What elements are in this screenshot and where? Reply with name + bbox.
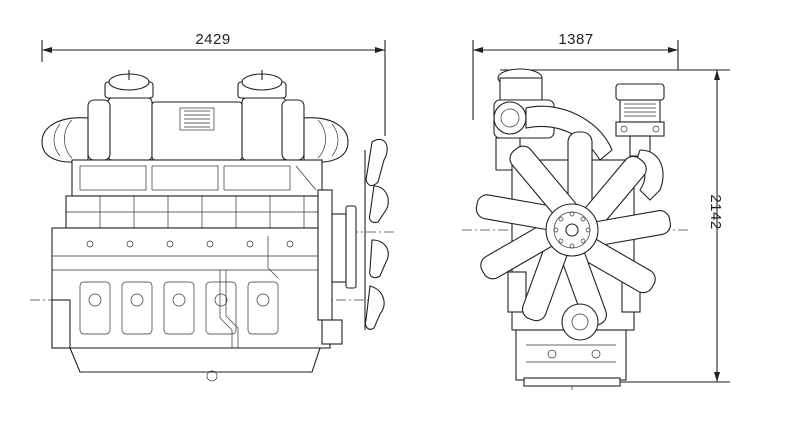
front-width-label: 2429 <box>195 31 230 48</box>
front-width-dimension: 2429 <box>41 31 386 136</box>
front-view-engine <box>30 70 395 382</box>
side-height-label: 2142 <box>707 194 724 229</box>
side-height-dimension: 2142 <box>500 69 730 383</box>
side-width-dimension: 1387 <box>472 31 679 120</box>
side-width-label: 1387 <box>558 31 593 48</box>
side-view-engine <box>462 68 690 390</box>
